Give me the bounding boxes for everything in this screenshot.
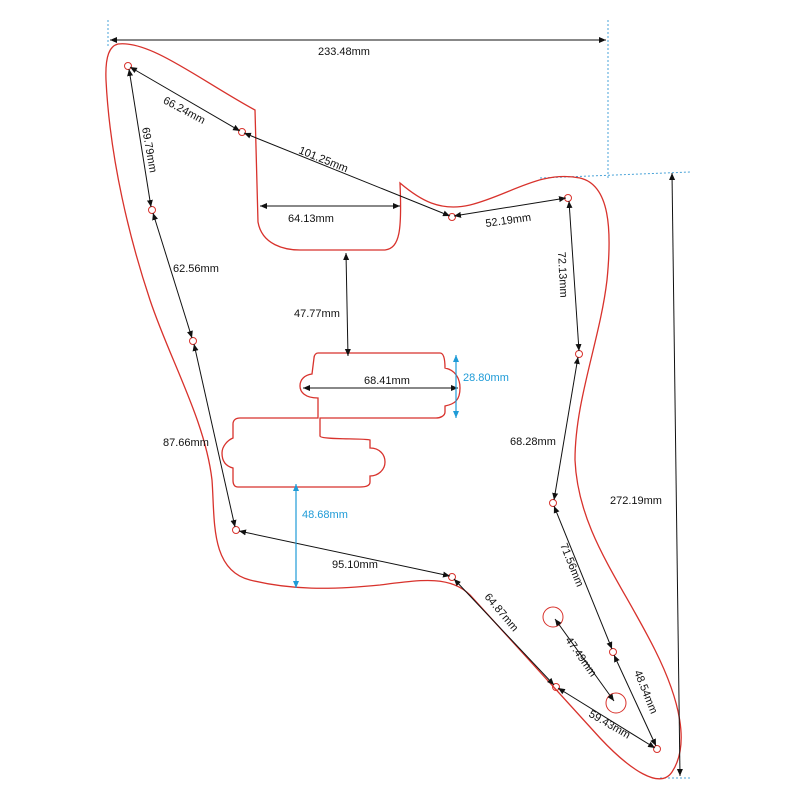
- screw-hole: [448, 213, 456, 221]
- label-overall-height: 272.19mm: [610, 495, 662, 507]
- label-pickup-to-edge: 48.68mm: [302, 509, 348, 521]
- label-overall-width: 233.48mm: [318, 46, 370, 58]
- label-d7: 72.13mm: [555, 252, 569, 298]
- pickup-route: [221, 352, 461, 488]
- label-d17: 47.49mm: [563, 635, 599, 679]
- label-d14: 95.10mm: [332, 559, 378, 571]
- label-d11: 87.66mm: [163, 437, 209, 449]
- control-hole-lower: [605, 692, 627, 714]
- screw-hole: [549, 499, 557, 507]
- screw-hole: [653, 745, 661, 753]
- label-d12: 68.28mm: [510, 436, 556, 448]
- label-pickup-height: 28.80mm: [463, 372, 509, 384]
- screw-hole: [148, 206, 156, 214]
- screw-hole: [232, 526, 240, 534]
- label-d15: 71.56mm: [557, 542, 585, 589]
- label-d5: 52.19mm: [485, 212, 532, 230]
- screw-hole: [238, 128, 246, 136]
- screw-hole: [124, 62, 132, 70]
- label-d3: 101.25mm: [297, 145, 350, 176]
- screw-hole: [609, 648, 617, 656]
- dimension-lines: [110, 37, 683, 777]
- label-d1: 66.24mm: [161, 95, 207, 127]
- label-pocket-to-pickup: 47.77mm: [294, 308, 340, 320]
- screw-hole: [575, 350, 583, 358]
- label-neck-pocket-width: 64.13mm: [288, 213, 334, 225]
- label-d18: 48.54mm: [631, 669, 659, 716]
- label-d19: 59.43mm: [587, 708, 633, 741]
- label-pickup-width: 68.41mm: [364, 375, 410, 387]
- label-d6: 62.56mm: [173, 263, 219, 275]
- control-hole-upper: [542, 606, 564, 628]
- label-d16: 64.87mm: [482, 591, 521, 634]
- screw-hole: [189, 337, 197, 345]
